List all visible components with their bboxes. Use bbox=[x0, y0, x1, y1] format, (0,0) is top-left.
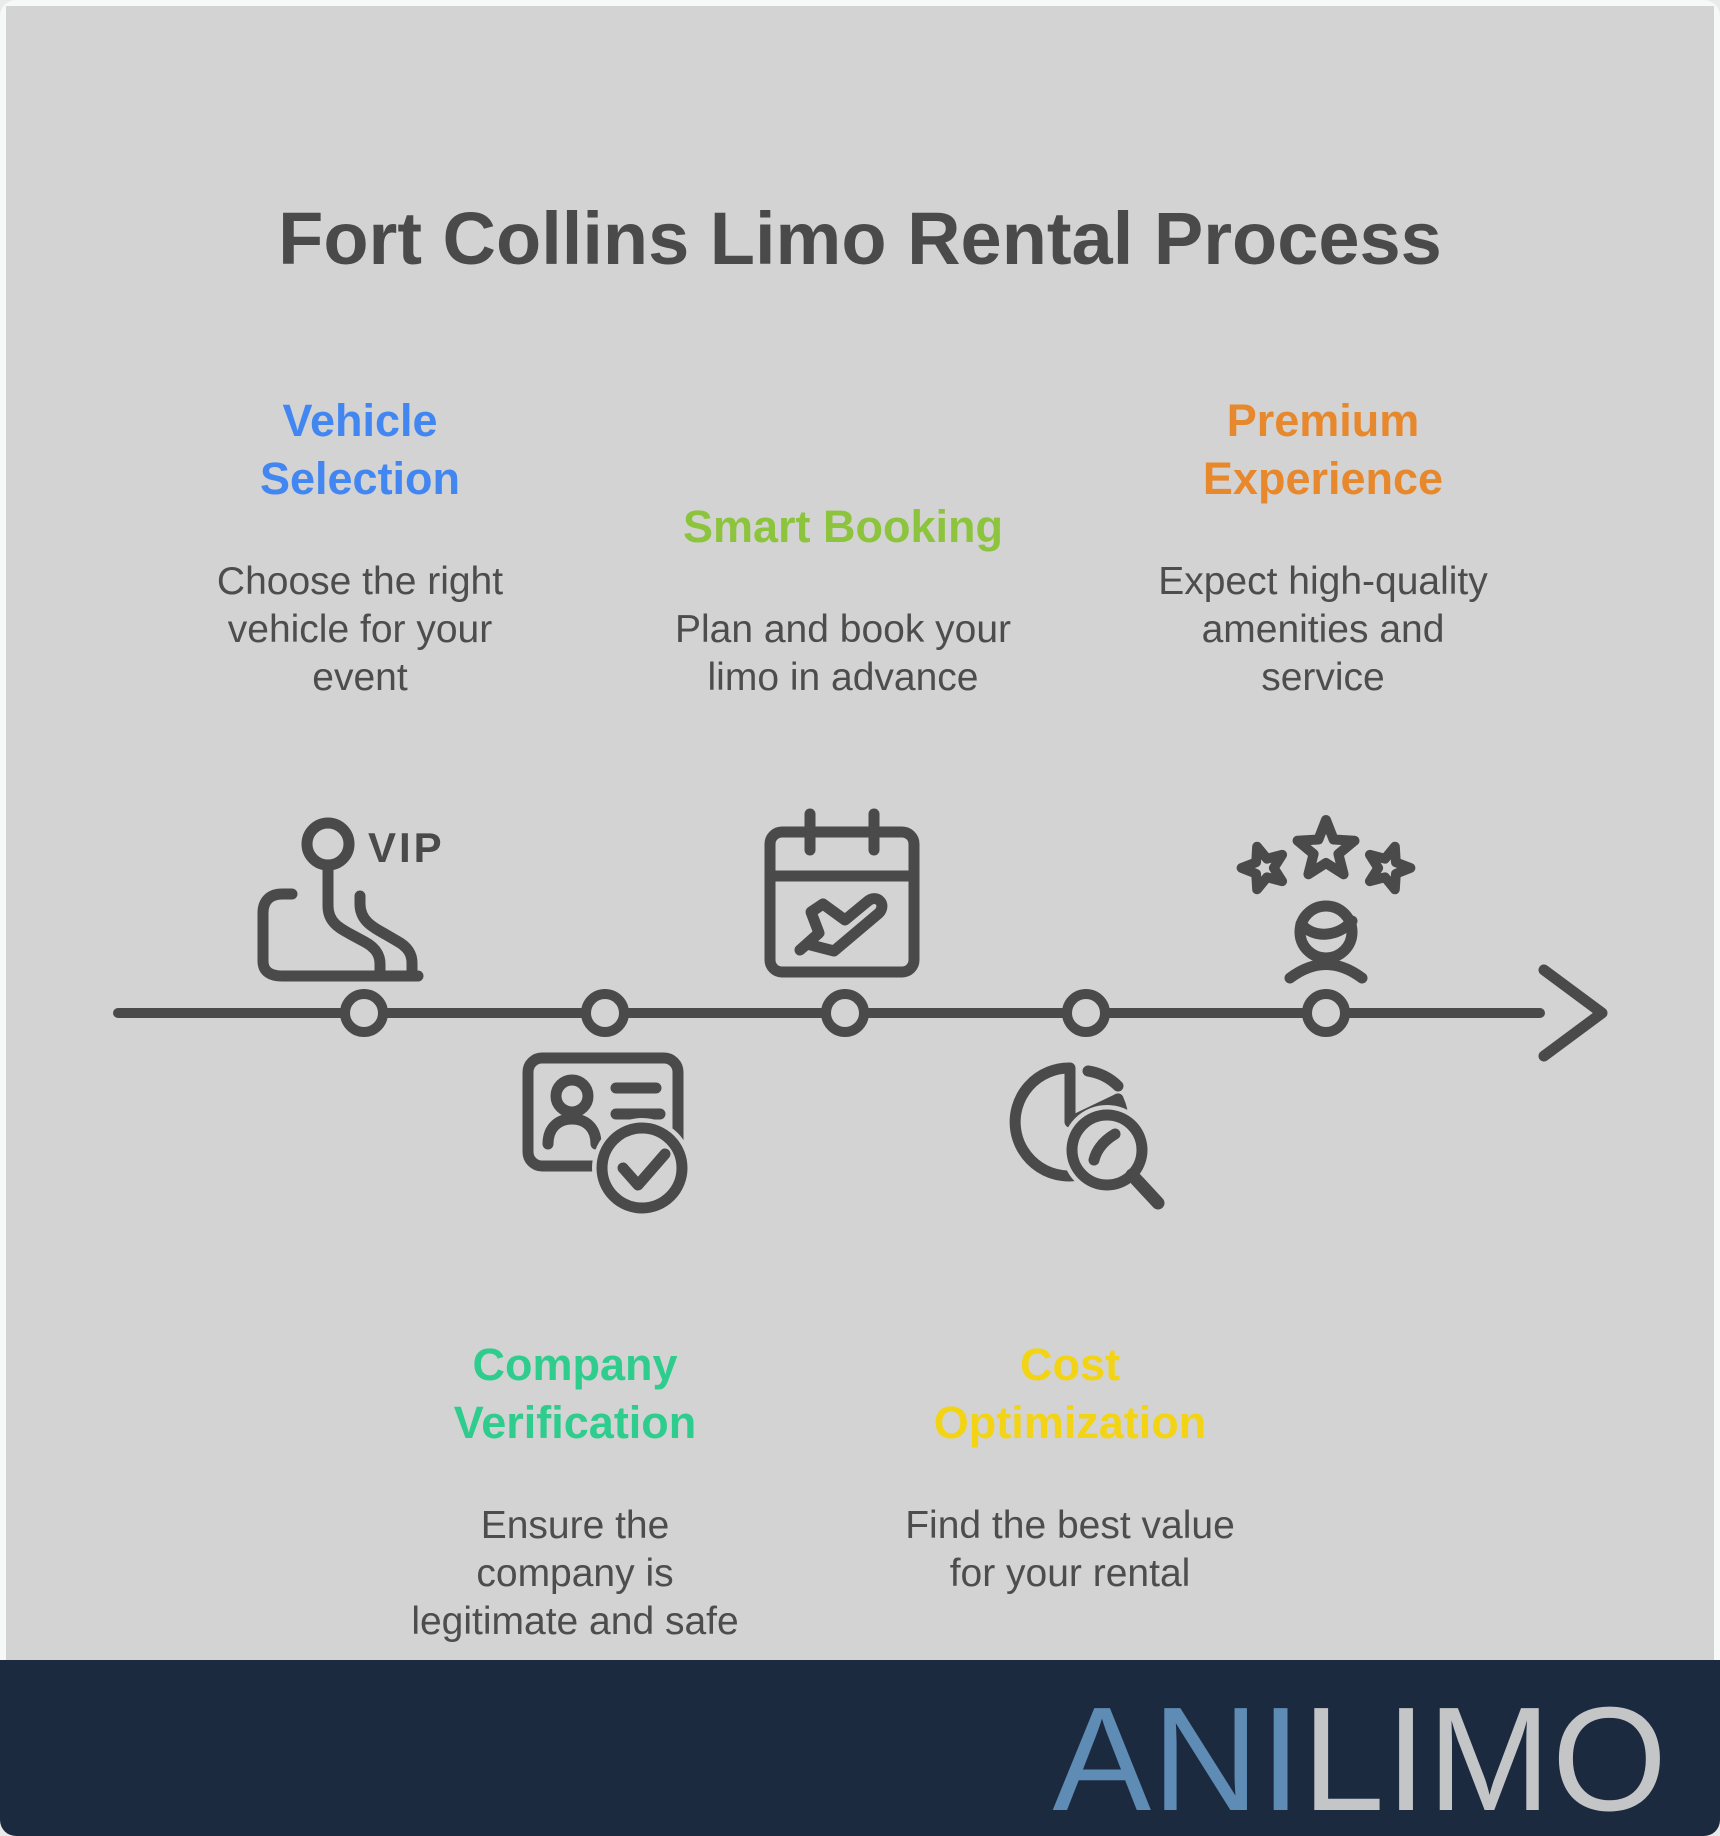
stars-person-icon bbox=[1236, 815, 1416, 984]
step-description-cost-optimization: Find the best value for your rental bbox=[905, 1504, 1235, 1596]
step-heading-premium-experience: Premium Experience bbox=[1202, 395, 1444, 505]
step-description-vehicle-selection: Choose the right vehicle for your event bbox=[216, 560, 504, 700]
step-vehicle-selection: Vehicle Selection Choose the right vehic… bbox=[155, 392, 565, 702]
timeline-node-4 bbox=[1062, 989, 1110, 1037]
step-heading-cost-optimization: Cost Optimization bbox=[933, 1339, 1207, 1449]
timeline-node-1 bbox=[340, 989, 388, 1037]
vip-label: VIP bbox=[368, 824, 445, 871]
timeline-node-2 bbox=[581, 989, 629, 1037]
timeline-node-5 bbox=[1302, 989, 1350, 1037]
calendar-airplane-icon bbox=[764, 808, 920, 978]
brand-logo: ANILIMO bbox=[1052, 1686, 1668, 1834]
step-description-premium-experience: Expect high-quality amenities and servic… bbox=[1158, 560, 1488, 700]
step-description-company-verification: Ensure the company is legitimate and saf… bbox=[411, 1504, 739, 1644]
pie-chart-magnifier-icon bbox=[1009, 1062, 1165, 1210]
timeline-axis bbox=[113, 964, 1608, 1062]
timeline-node-3 bbox=[821, 989, 869, 1037]
step-company-verification: Company Verification Ensure the company … bbox=[370, 1336, 780, 1646]
step-heading-company-verification: Company Verification bbox=[453, 1339, 697, 1449]
page-title: Fort Collins Limo Rental Process bbox=[278, 197, 1442, 280]
step-smart-booking: Smart Booking Plan and book your limo in… bbox=[638, 498, 1048, 702]
step-heading-vehicle-selection: Vehicle Selection bbox=[259, 395, 461, 505]
id-card-check-icon bbox=[522, 1052, 692, 1218]
step-premium-experience: Premium Experience Expect high-quality a… bbox=[1118, 392, 1528, 702]
step-cost-optimization: Cost Optimization Find the best value fo… bbox=[865, 1336, 1275, 1598]
vip-seat-icon: VIP bbox=[257, 817, 445, 982]
step-description-smart-booking: Plan and book your limo in advance bbox=[674, 608, 1012, 700]
step-heading-smart-booking: Smart Booking bbox=[682, 501, 1004, 552]
timeline-arrow-icon bbox=[1538, 964, 1608, 1062]
footer-bar bbox=[0, 1660, 1720, 1836]
brand-logo-gray-part: LIMO bbox=[1302, 1677, 1668, 1836]
brand-logo-blue-part: ANI bbox=[1052, 1677, 1303, 1836]
